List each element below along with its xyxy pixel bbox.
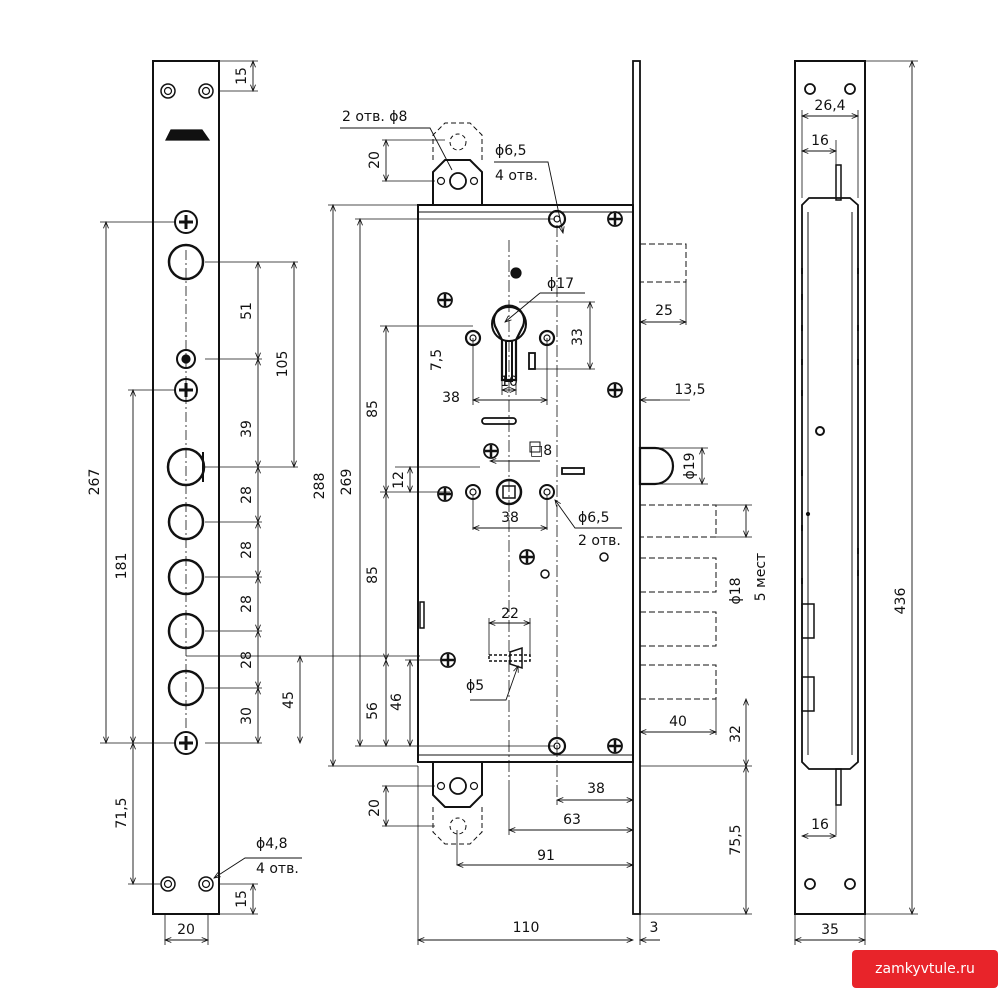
deadbolt-ghost [640,243,687,283]
cylinder-cutout [464,304,556,382]
faceplate-outline [152,60,220,915]
dim-latch-throw: 13,5 [674,382,705,398]
latch-head [638,446,675,486]
front-faceplate-view [100,60,420,945]
dim-span-85-top: 85 [365,400,381,418]
side-holes [804,83,856,890]
dim-span-267: 267 [87,469,103,496]
faceplate-edge [632,60,641,915]
dim-side-width-16-top: 16 [811,133,829,149]
dim-bolt-pitch-1: 28 [239,486,255,504]
case-fixing-holes [437,209,623,756]
dim-side-width-16-bottom: 16 [811,817,829,833]
note-fixing-holes-count: 4 отв. [495,168,538,184]
dim-dist-38: 38 [587,781,605,797]
lock-case-outline [417,204,634,763]
top-bracket [432,159,483,205]
lock-body-view [328,60,752,945]
note-spindle-holes-dia: ϕ6,5 [578,510,610,526]
note-spindle-holes-count: 2 отв. [578,533,621,549]
faceplate-dimension-lines [106,61,302,940]
dim-spindle-hole-pitch: 38 [501,510,519,526]
dim-span-181: 181 [114,553,130,580]
dim-bolt-bottom-offset: 32 [728,725,744,743]
dim-span-56: 56 [365,702,381,720]
dim-bolt-pitch-2: 28 [239,541,255,559]
dim-bottom-bracket-height: 20 [367,799,383,817]
dim-bolt-pitch-4: 28 [239,651,255,669]
dim-plate-width: 20 [177,922,195,938]
dim-bolt-pitch-3: 28 [239,595,255,613]
note-holes-count: 4 отв. [256,861,299,877]
note-holes-dia: ϕ4,8 [256,836,288,852]
dim-side-height-436: 436 [893,588,909,615]
note-lever-dia: ϕ5 [466,678,484,694]
brand-mark [165,129,211,141]
dimension-labels: 15 51 105 39 28 28 28 28 30 45 267 181 7… [87,67,909,938]
dim-bolts-throw: 40 [669,714,687,730]
dim-span-288: 288 [312,473,328,500]
dim-dist-110: 110 [513,920,540,936]
dim-bottom-offset: 75,5 [728,824,744,855]
dim-top-hole-offset: 15 [234,67,250,85]
dim-span-85-bottom: 85 [365,566,381,584]
side-extension-lines [794,60,918,945]
dim-span-45: 45 [281,691,297,709]
dim-side-width-26-4: 26,4 [814,98,845,114]
side-view [794,60,918,945]
lever-mechanism [419,601,531,670]
bolts-ghost [640,504,717,700]
slot [481,417,517,425]
dim-span-105: 105 [275,351,291,378]
dim-span-71-5: 71,5 [114,797,130,828]
dim-side-depth-35: 35 [821,922,839,938]
dim-hole-pitch-39: 39 [239,420,255,438]
dim-cylinder-slot: 10 [500,374,518,390]
dim-span-46: 46 [389,693,405,711]
bolt-openings [166,243,206,707]
dim-deadbolt-throw: 25 [655,303,673,319]
site-watermark: zamkyvtule.ru [852,950,998,988]
bottom-bracket [432,762,483,808]
dim-dist-63: 63 [563,812,581,828]
note-top-bracket-holes: 2 отв. ϕ8 [342,109,407,125]
bottom-mounting-holes [160,876,214,892]
dim-cylinder-offset: 7,5 [429,349,445,371]
note-bolts-count: 5 мест [753,553,769,601]
bottom-bracket-ghost [432,807,483,845]
dim-bolt-to-screw: 30 [239,707,255,725]
note-square-spindle: □8 [530,443,552,459]
dim-bolts-dia: ϕ18 [728,577,744,604]
top-mounting-holes [160,83,214,99]
dim-cylinder-distance-38: 38 [442,390,460,406]
dim-faceplate-thickness: 3 [650,920,659,936]
note-fixing-holes-dia: ϕ6,5 [495,143,527,159]
dim-dist-91: 91 [537,848,555,864]
side-dimension-lines [795,61,912,940]
top-bracket-ghost [432,122,483,160]
dim-bottom-hole-offset: 15 [234,890,250,908]
dim-top-bracket-height: 20 [367,151,383,169]
dim-spindle-offset: 12 [391,471,407,489]
body-extension-lines [328,139,752,945]
side-edge-ticks [801,268,859,584]
body-dimension-lines [333,127,746,940]
dim-cylinder-depth: 33 [570,328,586,346]
dim-span-269: 269 [339,469,355,496]
dim-hole-pitch-51: 51 [239,302,255,320]
side-faceplate-outline [794,60,866,915]
side-case-outline [801,197,859,770]
dim-latch-dia: ϕ19 [682,452,698,479]
note-cylinder-dia: ϕ17 [547,276,574,292]
side-deadbolt [835,164,842,201]
dim-lever-span: 22 [501,606,519,622]
